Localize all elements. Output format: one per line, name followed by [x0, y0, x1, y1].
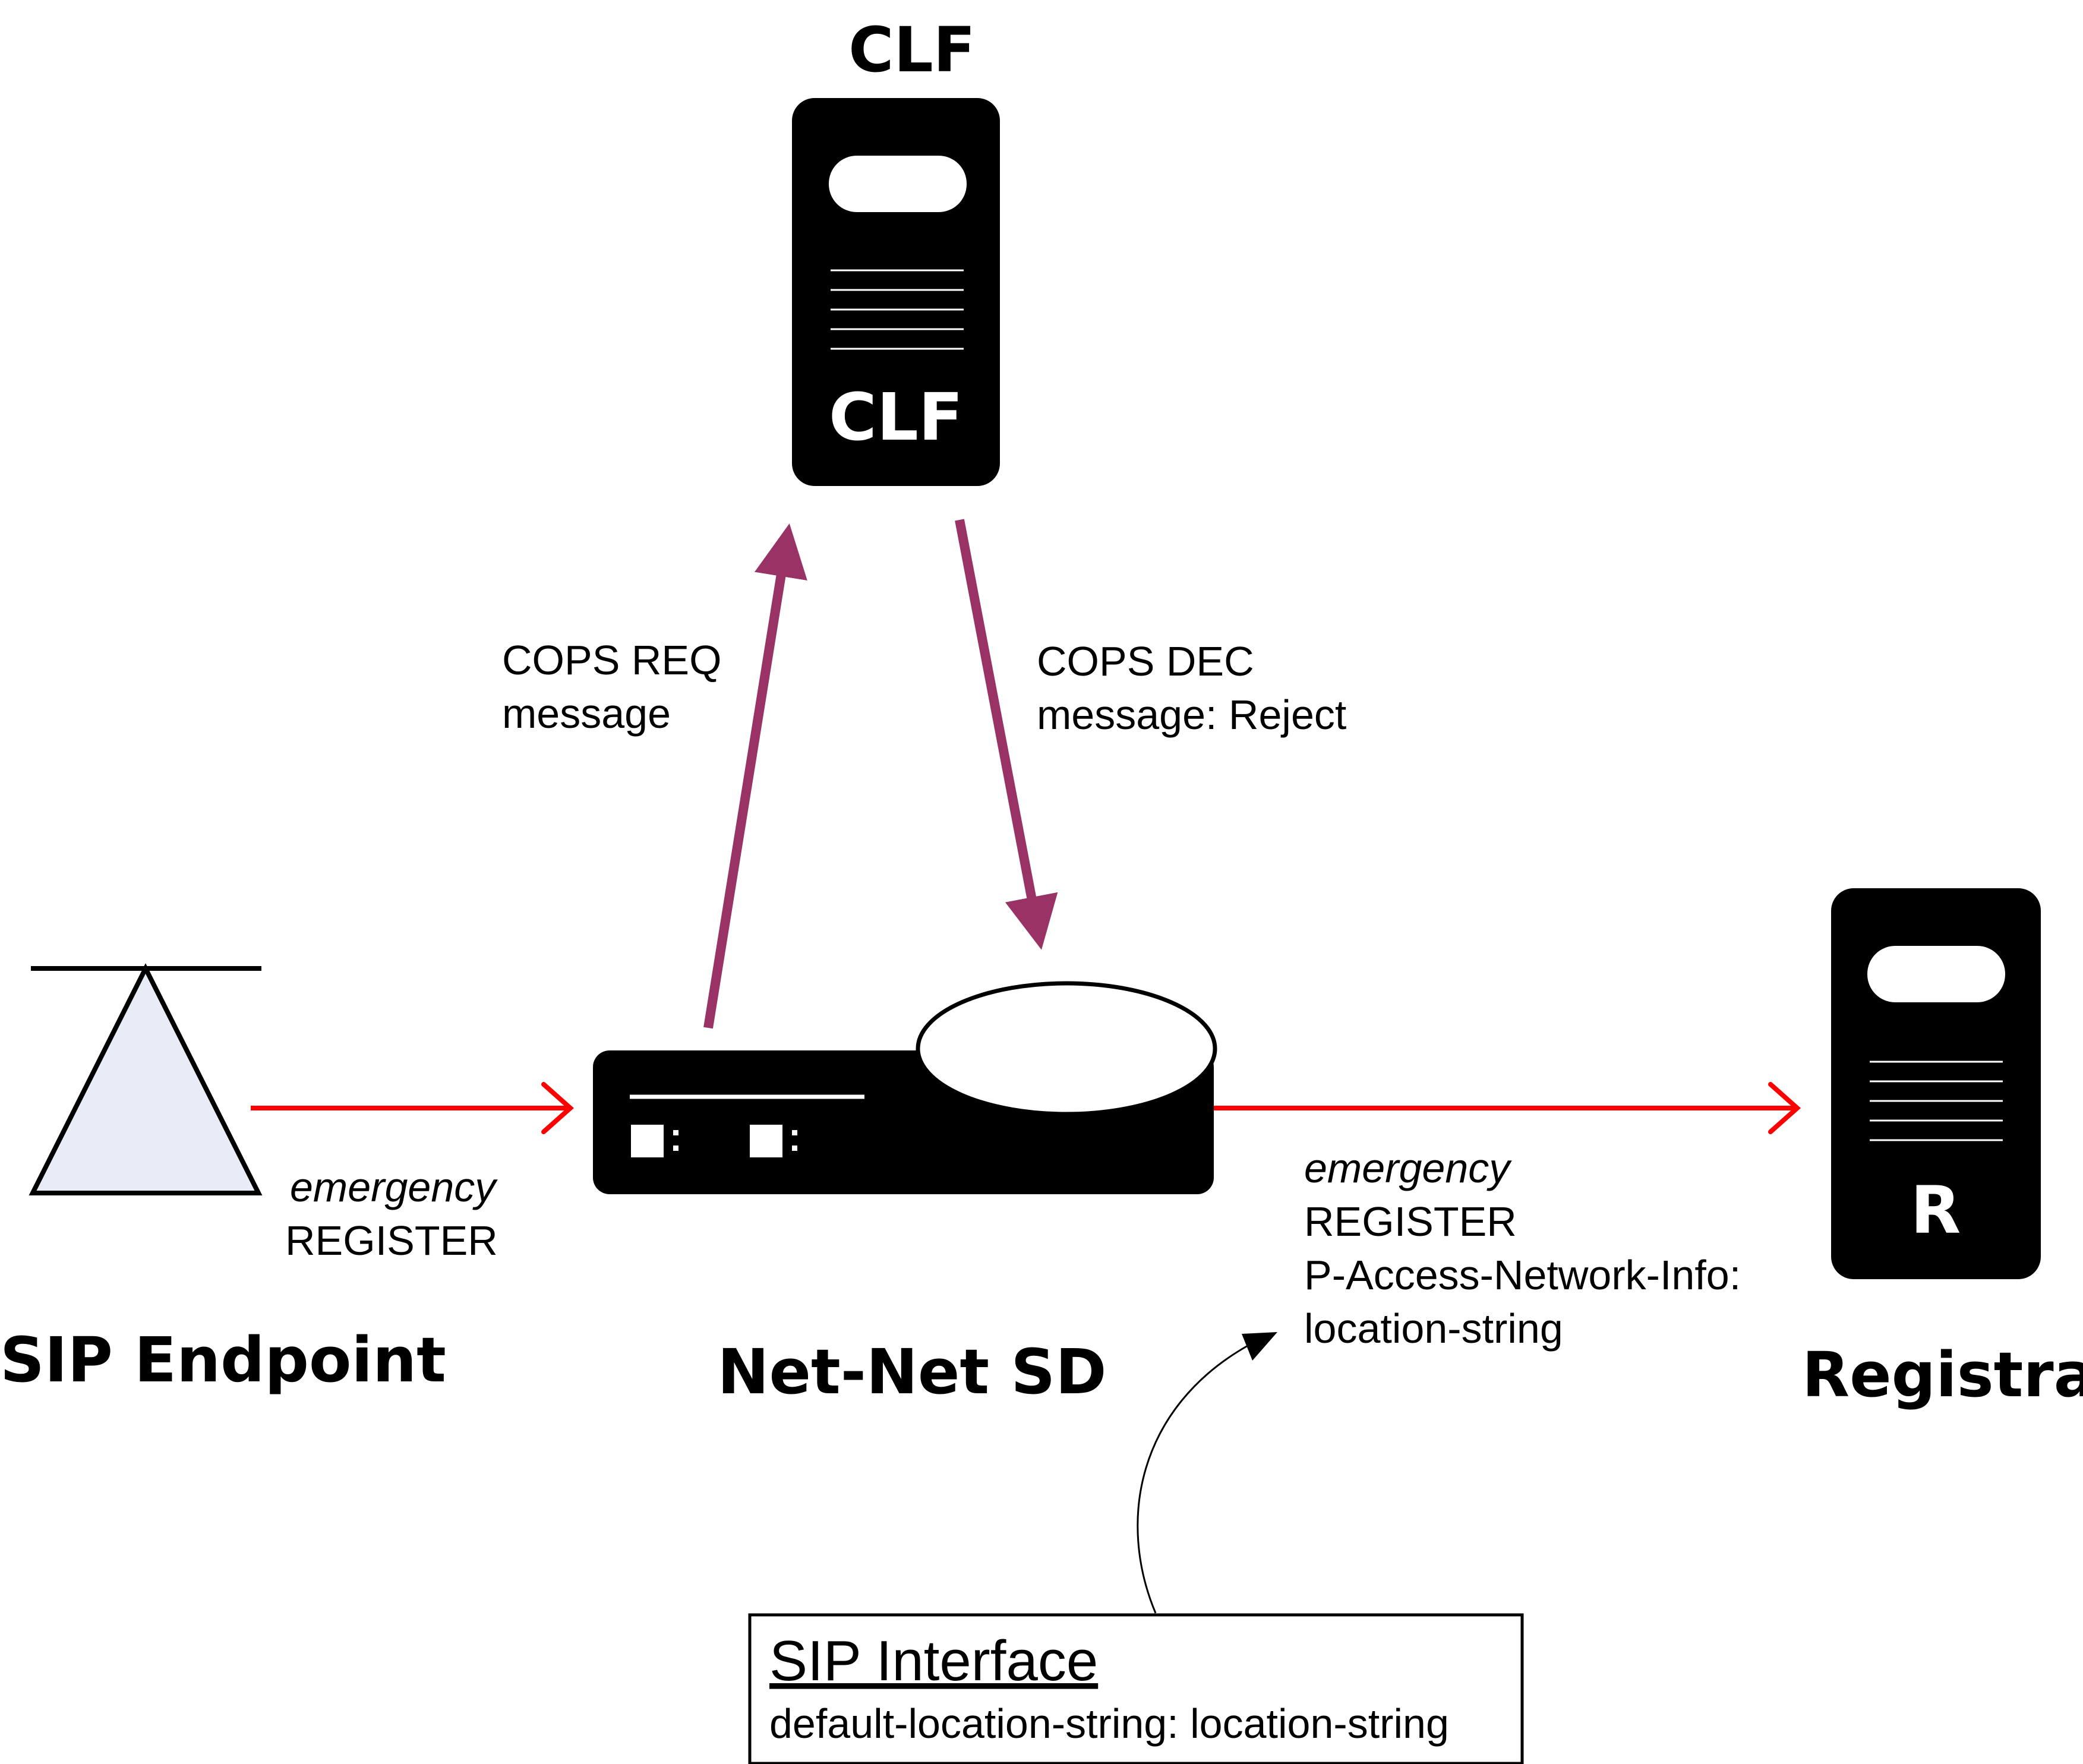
cops-req-label-line1: COPS REQ [502, 637, 722, 683]
register-out-arrow [1214, 1082, 1801, 1134]
registrar-server-icon [1831, 888, 2041, 1279]
cops-req-label-line2: message [502, 690, 671, 737]
register-in-label-line1: emergency [290, 1164, 498, 1210]
registrar-server-label: R [1911, 1172, 1961, 1248]
clf-server-icon [792, 98, 1000, 486]
endpoint-antenna-icon [29, 963, 263, 1195]
sip-endpoint-title: SIP Endpoint [0, 1324, 446, 1396]
register-out-label-line1: emergency [1304, 1145, 1512, 1191]
clf-server-label: CLF [829, 379, 963, 455]
net-net-sd: Net-Net SD [593, 981, 1217, 1408]
register-in-arrow [251, 1082, 575, 1134]
cops-req-arrow [703, 523, 807, 1029]
sip-interface-note: SIP Interface default-location-string: l… [748, 1613, 1524, 1764]
sd-device-icon [593, 981, 1217, 1194]
clf-server: CLF CLF [792, 14, 1000, 486]
note-body: default-location-string: location-string [769, 1700, 1449, 1747]
clf-title: CLF [848, 14, 976, 86]
cops-dec-label-line1: COPS DEC [1037, 638, 1254, 684]
register-in-label-line2: REGISTER [285, 1217, 498, 1264]
registrar: R Registrar [1802, 888, 2083, 1411]
register-out-label-line2: REGISTER [1304, 1198, 1517, 1245]
cops-dec-label-line2: message: Reject [1037, 692, 1346, 738]
sip-endpoint: SIP Endpoint [0, 963, 446, 1396]
cops-dec-arrow [955, 519, 1058, 950]
net-net-sd-title: Net-Net SD [717, 1336, 1106, 1408]
register-out-label-line3: P-Access-Network-Info: [1304, 1252, 1741, 1298]
note-pointer-arrow [1137, 1332, 1277, 1614]
registrar-title: Registrar [1802, 1339, 2083, 1411]
note-title: SIP Interface [769, 1629, 1098, 1693]
register-out-label-line4: location-string [1304, 1305, 1563, 1352]
